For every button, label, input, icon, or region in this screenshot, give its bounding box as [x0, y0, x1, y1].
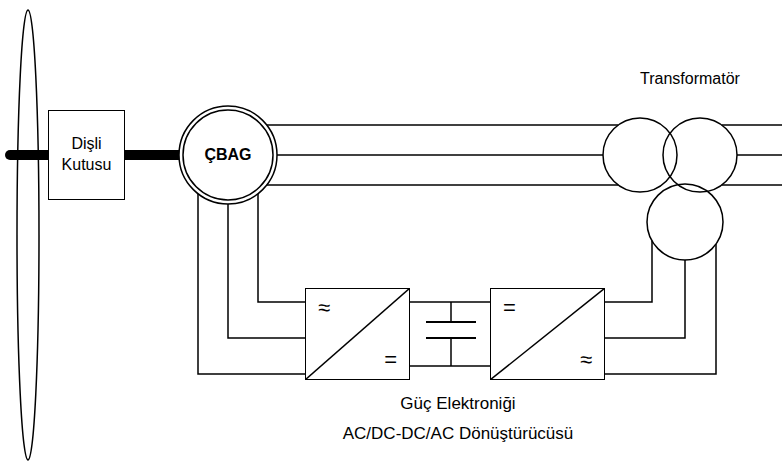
connector-line	[410, 301, 490, 303]
box-label: Dişli Kutusu	[53, 134, 120, 176]
transformer-windings	[600, 70, 780, 265]
connector-line	[605, 241, 652, 302]
connector-line	[277, 154, 603, 156]
turbine-blade	[17, 10, 39, 460]
connector-line	[267, 124, 619, 126]
generator-circle: ÇBAG	[178, 105, 278, 205]
converter-symbol: ≈	[580, 349, 592, 371]
converter-symbol: =	[503, 297, 516, 319]
caption-line: Güç Elektroniği	[400, 394, 515, 414]
connector-line	[125, 150, 179, 160]
power-wire	[267, 125, 619, 185]
power-wire	[410, 302, 490, 366]
generator-label: ÇBAG	[204, 146, 251, 164]
dc-link-capacitor	[426, 302, 476, 366]
power-wire	[198, 194, 305, 374]
connector-line	[410, 365, 490, 367]
hub-shaft	[10, 150, 48, 160]
connector-line	[258, 194, 305, 302]
connector-line	[267, 184, 619, 186]
converter-symbol: ≈	[318, 297, 330, 319]
converter-box: ≈=	[305, 288, 410, 380]
power-wire	[605, 241, 716, 374]
connector-line	[228, 204, 305, 338]
connector-line	[605, 260, 685, 338]
converter-box: =≈	[490, 288, 605, 380]
drive-shaft	[125, 155, 179, 156]
converter-symbol: =	[384, 349, 397, 371]
transformer: Transformatör	[600, 70, 780, 265]
grid-line	[722, 184, 782, 186]
gearbox-box: Dişli Kutusu	[48, 110, 125, 200]
grid-line	[722, 124, 782, 126]
connector-line	[198, 194, 305, 374]
transformer-label: Transformatör	[600, 70, 780, 88]
caption-line: AC/DC-DC/AC Dönüştürücüsü	[343, 424, 574, 444]
connector-line	[605, 244, 716, 374]
grid-line	[737, 154, 782, 156]
